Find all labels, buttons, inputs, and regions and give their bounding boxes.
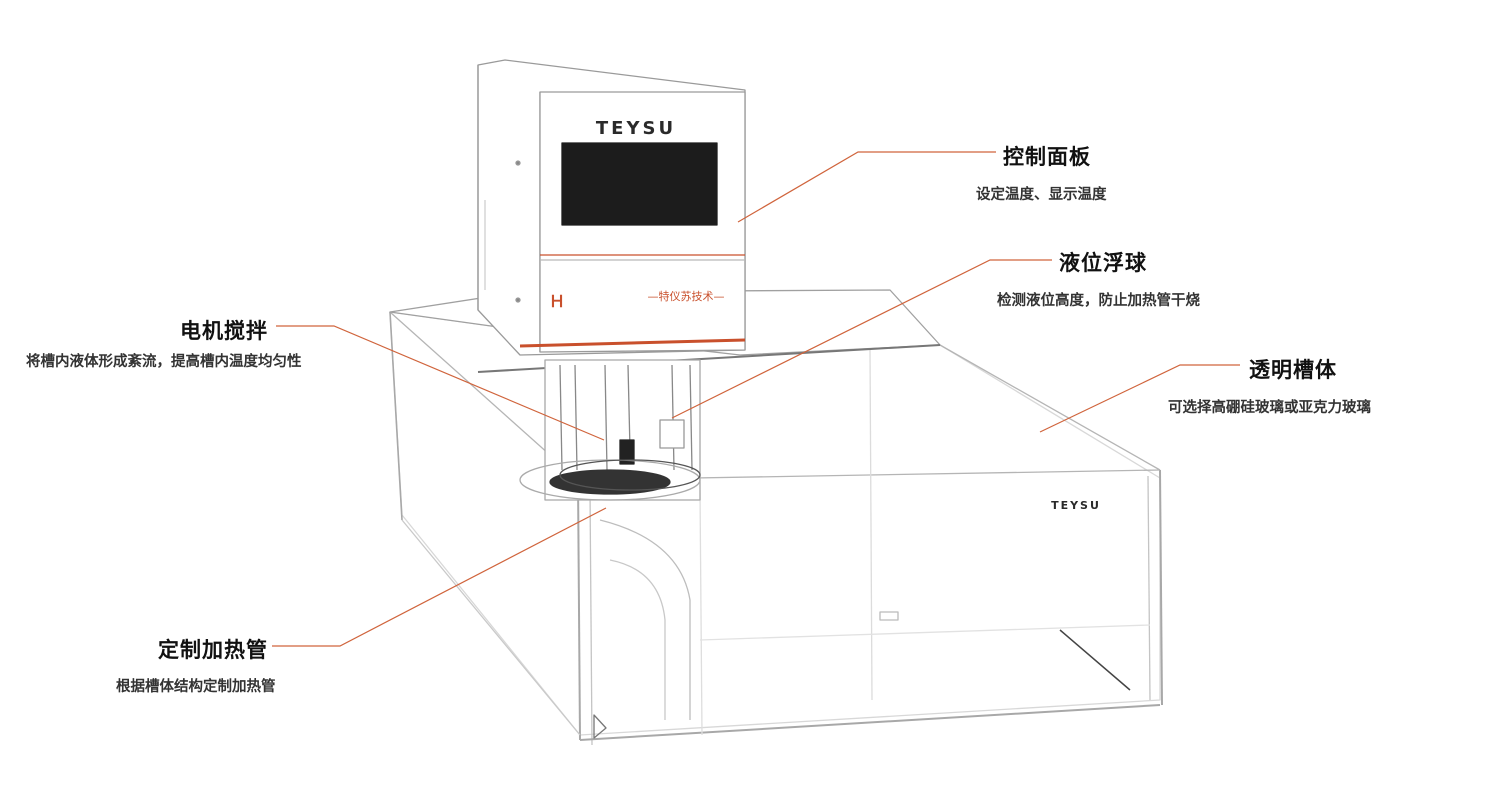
leader-motor-stirring bbox=[276, 325, 605, 441]
callout-title: 透明槽体 bbox=[1249, 357, 1337, 382]
immersion-assembly bbox=[519, 359, 701, 720]
callout-title: 控制面板 bbox=[1003, 144, 1091, 169]
leader-level-float bbox=[671, 259, 1052, 419]
callout-motor-stirring-desc-wrap: 将槽内液体形成紊流，提高槽内温度均匀性 bbox=[26, 350, 302, 371]
callout-title: 液位浮球 bbox=[1059, 250, 1147, 275]
panel-logo: TEYSU bbox=[596, 118, 676, 139]
callout-desc: 根据槽体结构定制加热管 bbox=[116, 678, 276, 695]
tank-logo: TEYSU bbox=[1051, 499, 1101, 512]
panel-footer-text: —特仪苏技术— bbox=[648, 289, 725, 303]
callout-custom-heater-desc-wrap: 根据槽体结构定制加热管 bbox=[116, 675, 276, 696]
leader-transparent-tank bbox=[1039, 364, 1240, 433]
callout-custom-heater: 定制加热管 bbox=[158, 634, 268, 664]
tank-outline bbox=[389, 311, 1163, 746]
callout-title: 电机搅拌 bbox=[180, 318, 268, 343]
callout-desc: 将槽内液体形成紊流，提高槽内温度均匀性 bbox=[26, 353, 302, 370]
control-box bbox=[477, 59, 746, 356]
leader-control-panel bbox=[737, 151, 996, 223]
callout-desc: 检测液位高度，防止加热管干烧 bbox=[997, 292, 1200, 309]
callout-control-panel: 控制面板 设定温度、显示温度 bbox=[976, 141, 1107, 204]
callout-motor-stirring: 电机搅拌 bbox=[180, 315, 268, 345]
callout-title: 定制加热管 bbox=[158, 637, 268, 662]
callout-desc: 设定温度、显示温度 bbox=[976, 186, 1107, 203]
leader-lines bbox=[272, 151, 1240, 647]
callout-desc: 可选择高硼硅玻璃或亚克力玻璃 bbox=[1168, 399, 1371, 416]
panel-mark: Ｈ bbox=[549, 292, 565, 311]
callout-transparent-tank: 透明槽体 可选择高硼硅玻璃或亚克力玻璃 bbox=[1168, 354, 1371, 417]
callout-level-float: 液位浮球 检测液位高度，防止加热管干烧 bbox=[997, 247, 1200, 310]
leader-custom-heater bbox=[272, 507, 607, 647]
